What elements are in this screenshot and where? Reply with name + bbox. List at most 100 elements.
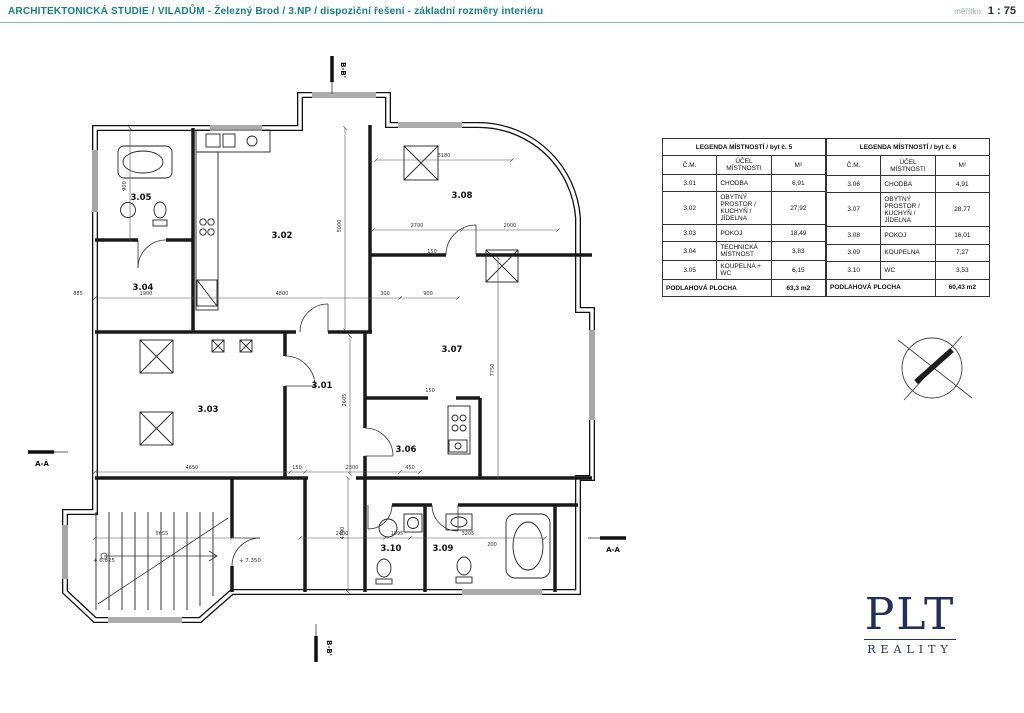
dimension-label: 300 [380,291,390,297]
bathtub-icon [117,145,173,179]
section-label: A-Á [606,545,620,554]
interior-wall-lines [95,125,592,592]
dimension-label: 150 [427,249,437,255]
furniture [117,129,551,585]
room-label: 3.09 [433,544,454,554]
room-number: 3.04 [661,241,718,261]
room-purpose: POKOJ [880,226,936,245]
room-area: 28,77 [934,192,991,228]
dimension-label: 450 [405,465,415,471]
section-label: B-B' [325,640,333,656]
room-label: 3.06 [396,445,417,455]
drawing-title: ARCHITEKTONICKÁ STUDIE / VILADŮM - Želez… [8,5,544,17]
logo-subtitle: REALITY [867,643,953,657]
title-bar: ARCHITEKTONICKÁ STUDIE / VILADŮM - Želez… [0,0,1024,23]
scale-label: měřítko [954,6,981,16]
section-label: A-Á [35,459,49,468]
bathtub-2-icon [505,513,551,579]
level-labels: + 6.825 + 7.350 [93,558,262,564]
windows [61,91,596,624]
column-header: ÚČEL MÍSTNOSTI [880,155,936,176]
kitchenette-icon [447,405,471,455]
room-purpose: KOUPELNA + WC [716,260,772,280]
dimension-label: 900 [423,291,433,297]
room-area: 3,53 [934,261,991,280]
room-area: 7,27 [934,243,991,263]
room-area: 3,83 [770,241,827,261]
room-area: 27,92 [770,191,827,225]
dimension-label: 2400 [336,531,349,537]
plt-reality-logo: PLT REALITY [860,589,960,657]
level-label: + 7.350 [239,558,262,564]
washbasin-icon [120,202,136,218]
dimension-label: 4790 [340,527,346,540]
room-label: 3.10 [381,544,402,554]
room-area: 18,49 [770,224,827,242]
dimension-label: 2300 [346,465,359,471]
logo-name: PLT [864,589,956,640]
toilet-icon [152,201,168,227]
section-labels: A-Á A-Á B-B' B-B' [35,62,620,656]
dimension-label: 3205 [462,531,475,537]
scale-value: 1 : 75 [987,5,1016,17]
dimension-label: 2000 [504,223,517,229]
level-label: + 6.825 [93,558,116,564]
section-label: B-B' [339,62,347,78]
room-number: 3.06 [825,174,882,194]
room-label: 3.04 [133,283,154,293]
room-label: 3.07 [442,345,463,355]
room-area: 4,91 [934,174,991,194]
kitchen-counter-icon [195,129,271,311]
dimension-label: 1095 [391,531,404,537]
shaft-boxes [139,145,519,446]
toilet-2-icon [455,556,473,584]
toilet-3-icon [375,558,393,585]
room-number: 3.03 [661,224,718,242]
room-area: 6,91 [770,174,827,192]
dimension-label: 4650 [186,465,199,471]
dimension-label: 900 [122,181,128,191]
room-purpose: OBYTNÝ PROSTOR / KUCHYŇ / JÍDELNA [716,191,772,225]
room-purpose: TECHNICKÁ MÍSTNOST [716,241,772,261]
room-number: 3.05 [661,260,718,280]
section-marks [28,56,626,662]
dimension-label: 1900 [140,291,153,297]
column-header: M² [770,155,827,175]
legend-title: LEGENDA MÍSTNOSTÍ / byt č. 5 [662,138,826,156]
column-header: Č.M. [825,155,882,176]
room-purpose: CHODBA [880,174,936,194]
dimension-lines [93,126,560,594]
room-labels: 3.013.023.033.043.053.063.073.083.093.10 [131,191,473,554]
washbasin-2-icon [445,513,473,531]
floor-area-label: PODLAHOVÁ PLOCHA [662,279,772,297]
room-label: 3.01 [312,381,333,391]
dimension-label: 150 [292,465,302,471]
dimension-label: 2700 [411,223,424,229]
room-label: 3.08 [452,191,473,201]
staircase [95,512,229,610]
dimension-label: 3180 [438,153,451,159]
floor-area-value: 60,43 m2 [934,278,991,298]
column-header: ÚČEL MÍSTNOSTI [716,155,772,175]
legend-title: LEGENDA MÍSTNOSTÍ / byt č. 6 [826,137,990,157]
room-number: 3.09 [825,243,882,263]
room-number: 3.08 [825,226,882,245]
interior-walls [95,125,592,592]
dimension-label: 150 [425,388,435,394]
room-purpose: WC [880,261,936,280]
room-number: 3.10 [825,261,882,280]
washing-machine-icon [403,513,423,533]
room-label: 3.02 [272,231,293,241]
room-number: 3.01 [661,174,718,192]
